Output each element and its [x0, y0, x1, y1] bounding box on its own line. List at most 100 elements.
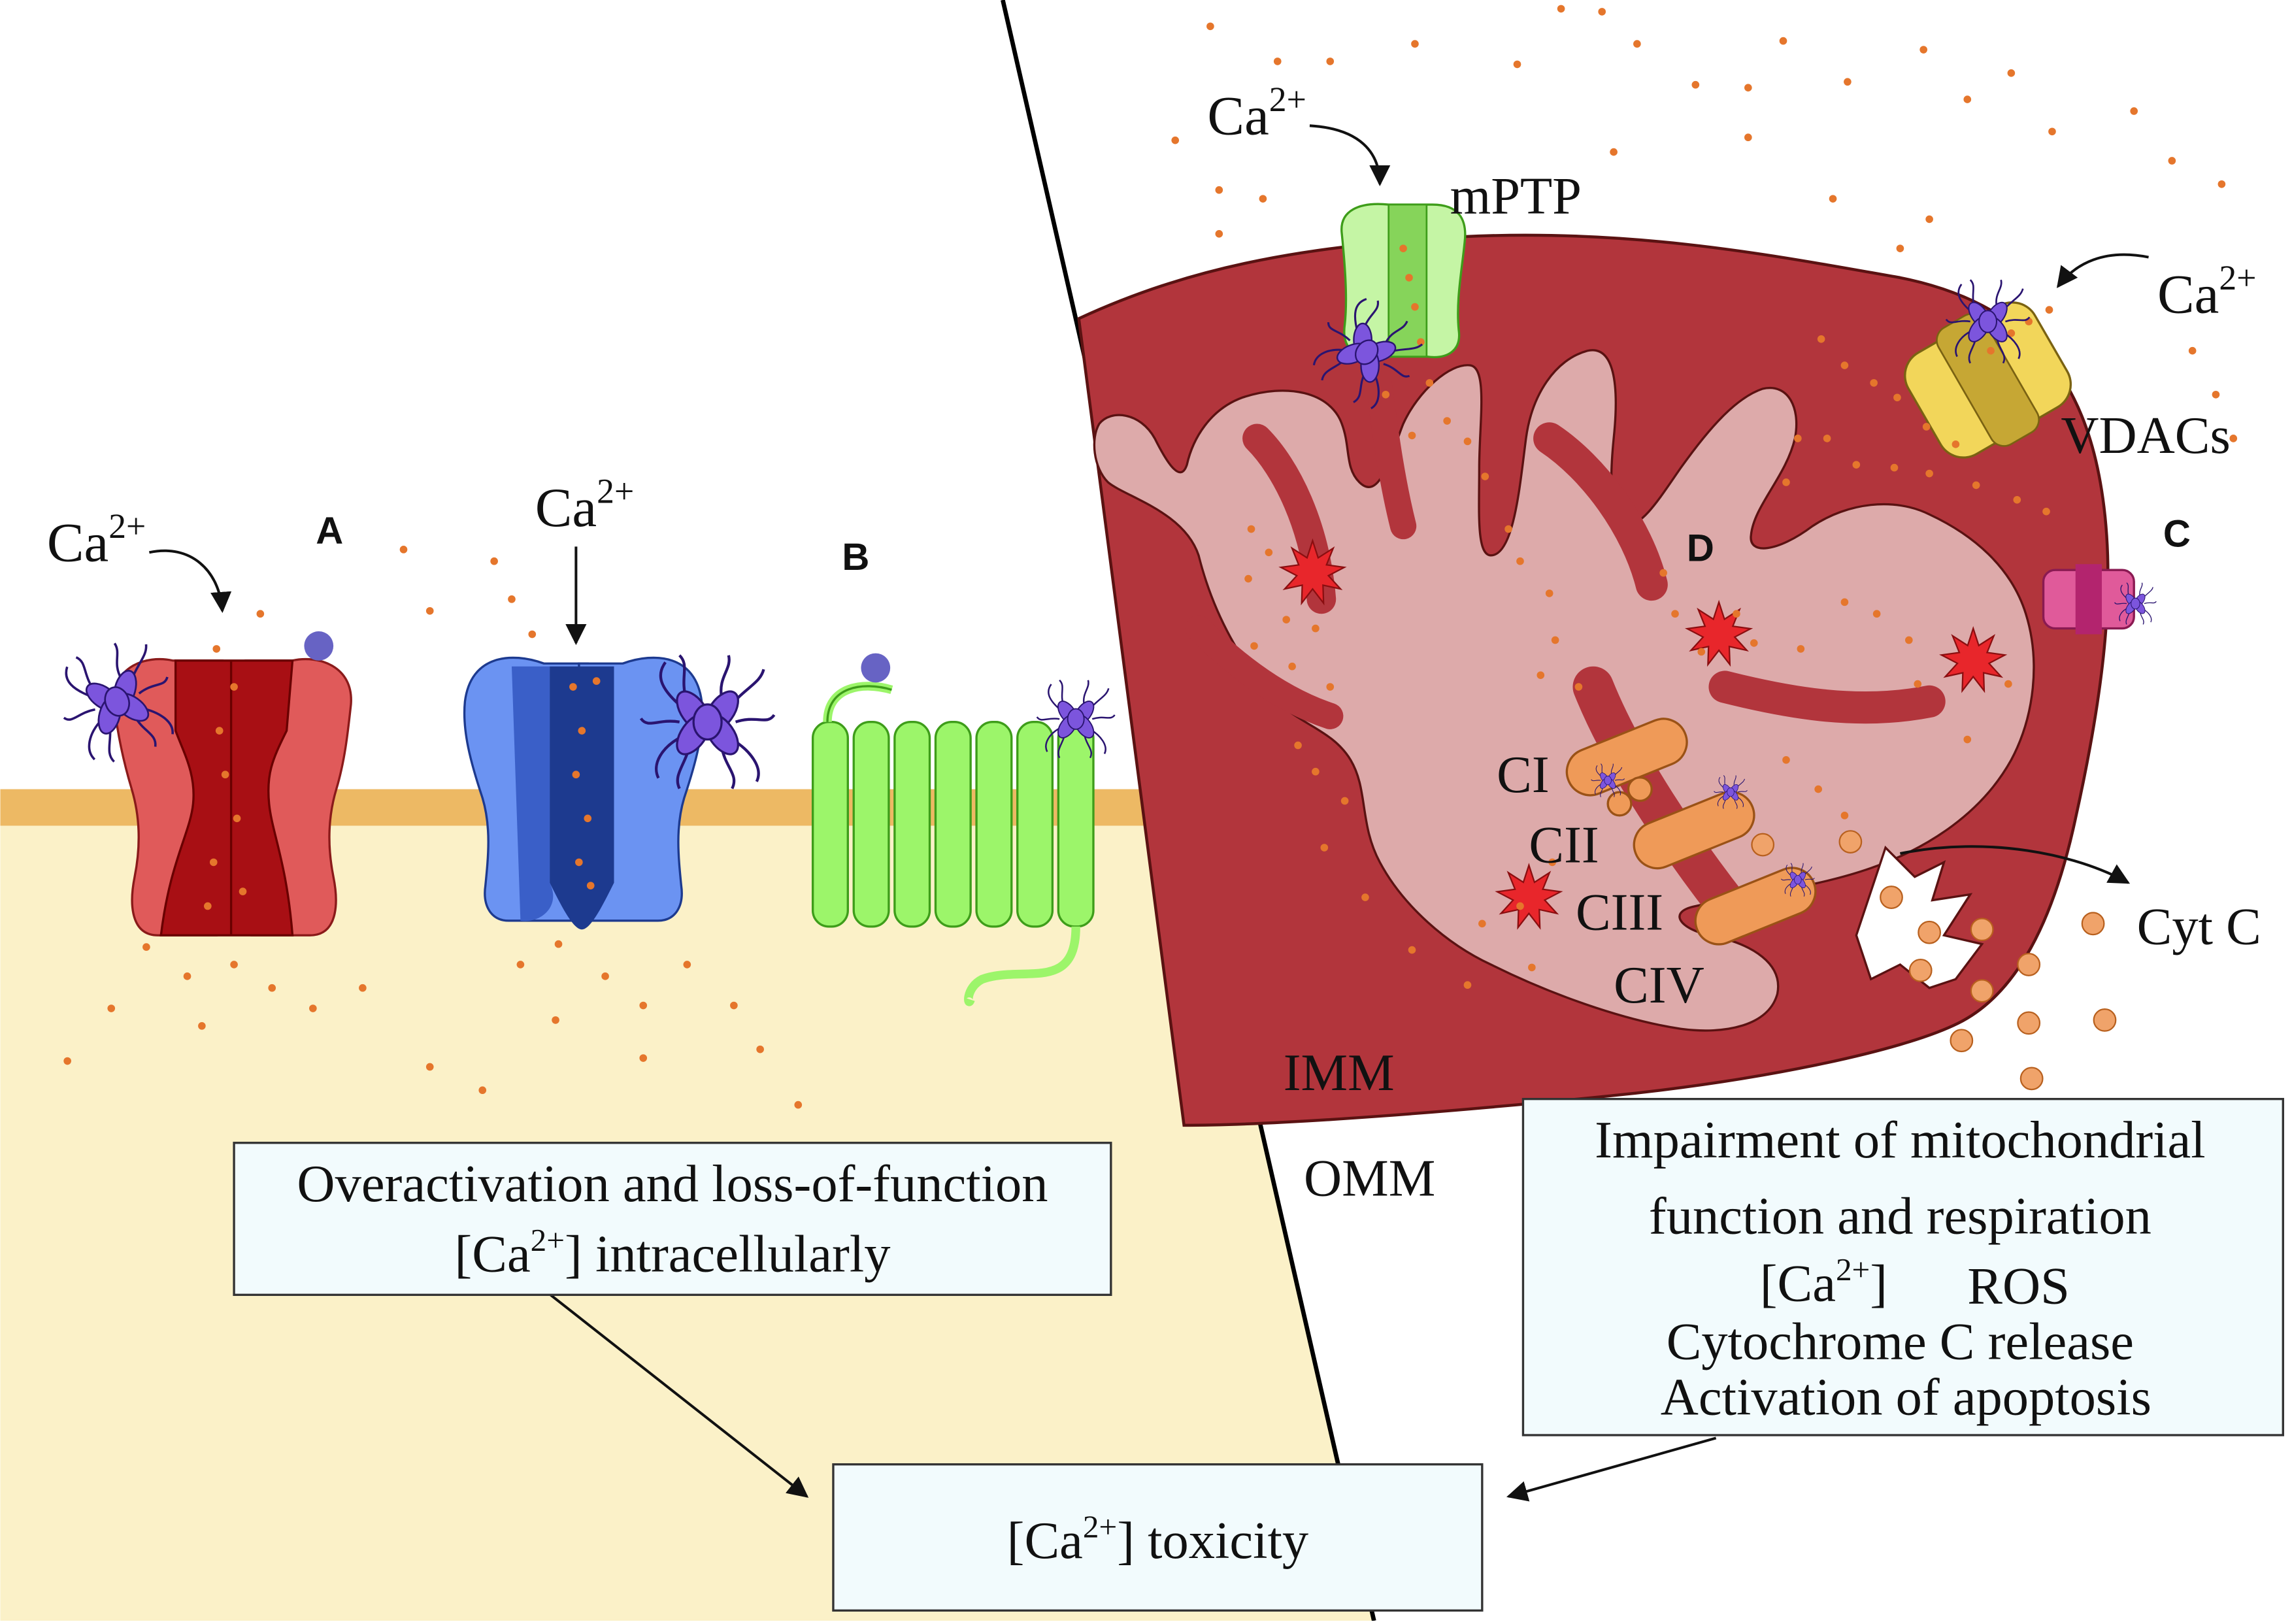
calcium-ion-dot [209, 858, 218, 867]
calcium-ion-dot [2229, 435, 2238, 442]
ciii-label: CIII [1576, 883, 1663, 941]
calcium-ion-dot [1794, 435, 1802, 442]
mptp-label: mPTP [1450, 167, 1582, 225]
calcium-ion-dot [233, 814, 241, 823]
calcium-ion-dot [756, 1045, 764, 1053]
box-right-line1: Impairment of mitochondrial [1595, 1111, 2205, 1169]
calcium-ion-dot [1513, 60, 1521, 69]
calcium-ion-dot [1574, 683, 1583, 691]
calcium-ion-dot [212, 645, 221, 653]
calcium-ion-dot [1408, 431, 1416, 440]
vdacs-label: VDACs [2061, 406, 2230, 465]
calcium-ion-dot [1797, 645, 1805, 653]
calcium-ion-dot [1557, 5, 1565, 13]
cytochrome-c-dot [1838, 830, 1863, 853]
calcium-ion-dot [586, 882, 595, 889]
calcium-ion-dot [572, 771, 580, 779]
box-left [233, 1142, 1112, 1296]
ros-star [1684, 599, 1753, 667]
calcium-ion-dot [2212, 390, 2220, 399]
calcium-ion-dot [215, 727, 224, 735]
channel-c-pink [2042, 564, 2135, 635]
calcium-ion-dot [1326, 683, 1335, 691]
calcium-ion-dot [256, 610, 265, 618]
cytochrome-c-dots [1751, 830, 2117, 1091]
calcium-ion-dot [1265, 548, 1273, 557]
calcium-ion-dot [1852, 461, 1861, 469]
panel-label-d: D [1687, 527, 1714, 570]
vdac-channel [1904, 301, 2072, 459]
calcium-ion-dot [1671, 610, 1679, 618]
calcium-ion-dot [142, 943, 150, 951]
calcium-ion-dot [239, 887, 247, 895]
ligand-dot-b [861, 653, 891, 683]
calcium-ion-dot [1744, 84, 1752, 91]
calcium-ion-dot [204, 902, 212, 910]
calcium-ion-dot [1925, 469, 1933, 478]
calcium-ion-dot [309, 1004, 317, 1012]
ros-star [1495, 863, 1563, 930]
calcium-ion-dot [2042, 507, 2050, 516]
cytochrome-c-dot [2081, 912, 2105, 936]
calcium-ion-dot [2007, 329, 2016, 337]
calcium-ion-dot [1963, 95, 1972, 103]
calcium-ion-dot [2217, 180, 2226, 188]
calcium-ion-dot [1250, 642, 1258, 650]
calcium-ion-dot [1320, 844, 1329, 852]
cytochrome-c-dot [1880, 886, 1903, 909]
calcium-ion-dot [1382, 390, 1390, 399]
calcium-ion-dot [425, 606, 434, 615]
cytochrome-c-dot [1970, 979, 1994, 1003]
calcium-ion-dot [1952, 440, 1960, 448]
calcium-ion-dot [2013, 495, 2021, 504]
calcium-ion-dot [1750, 639, 1758, 647]
calcium-ion-dot [1481, 472, 1489, 480]
ros-star [1278, 538, 1347, 606]
cytochrome-c-dot [1751, 833, 1775, 857]
box-bottom-text: [Ca2+] toxicity [1007, 1509, 1308, 1570]
civ-label: CIV [1614, 956, 1704, 1014]
calcium-ion-dot [183, 972, 191, 980]
calcium-ion-dot [1215, 186, 1223, 194]
calcium-ion-dot [1691, 80, 1700, 89]
calcium-ion-dot [1361, 893, 1369, 901]
calcium-ion-dot [1744, 133, 1752, 142]
box-right-ca: [Ca2+] [1760, 1251, 1887, 1312]
cytochrome-c-dot [2017, 953, 2041, 976]
calcium-ion-dot [1312, 767, 1320, 776]
box-right [1521, 1097, 2284, 1436]
calcium-ion-dot [575, 858, 583, 867]
calcium-ion-dot [1405, 274, 1413, 282]
calcium-ion-dot [1206, 22, 1214, 31]
calcium-ion-dot [1598, 8, 1606, 16]
box-right-line4: Cytochrome C release [1667, 1313, 2134, 1371]
membrane-rupture [1855, 845, 1984, 989]
calcium-ion-dot [554, 940, 563, 948]
cii-label: CII [1529, 816, 1599, 874]
panel-label-b: B [842, 536, 869, 578]
calcium-ion-dot [1244, 574, 1252, 583]
ci-label: CI [1497, 746, 1550, 804]
calcium-ion-dot [601, 972, 609, 980]
cytc-label: Cyt C [2137, 898, 2261, 956]
etc-complexes [1565, 718, 1817, 946]
calcium-ion-dot [578, 727, 586, 735]
box-right-line2: function and respiration [1649, 1187, 2151, 1245]
cytochrome-c-dot [2017, 1011, 2041, 1035]
calcium-ion-dot [730, 1001, 738, 1010]
receptor-b-green [811, 682, 1095, 1006]
calcium-ion-dot [1922, 423, 1931, 431]
calcium-ion-dot [1697, 648, 1706, 656]
ligand-dot-a [304, 631, 334, 661]
calcium-ion-dot [1545, 589, 1553, 597]
calcium-ion-dot [1548, 858, 1556, 867]
calcium-ion-dot [1914, 680, 1922, 688]
calcium-ion-dot [399, 546, 408, 554]
calcium-ion-dot [1425, 379, 1434, 387]
calcium-ion-dot [584, 814, 592, 823]
calcium-ion-dot [1443, 417, 1451, 425]
channel-a-red [112, 657, 352, 936]
calcium-ion-dot [552, 1016, 559, 1024]
calcium-ion-dot [1610, 148, 1618, 156]
